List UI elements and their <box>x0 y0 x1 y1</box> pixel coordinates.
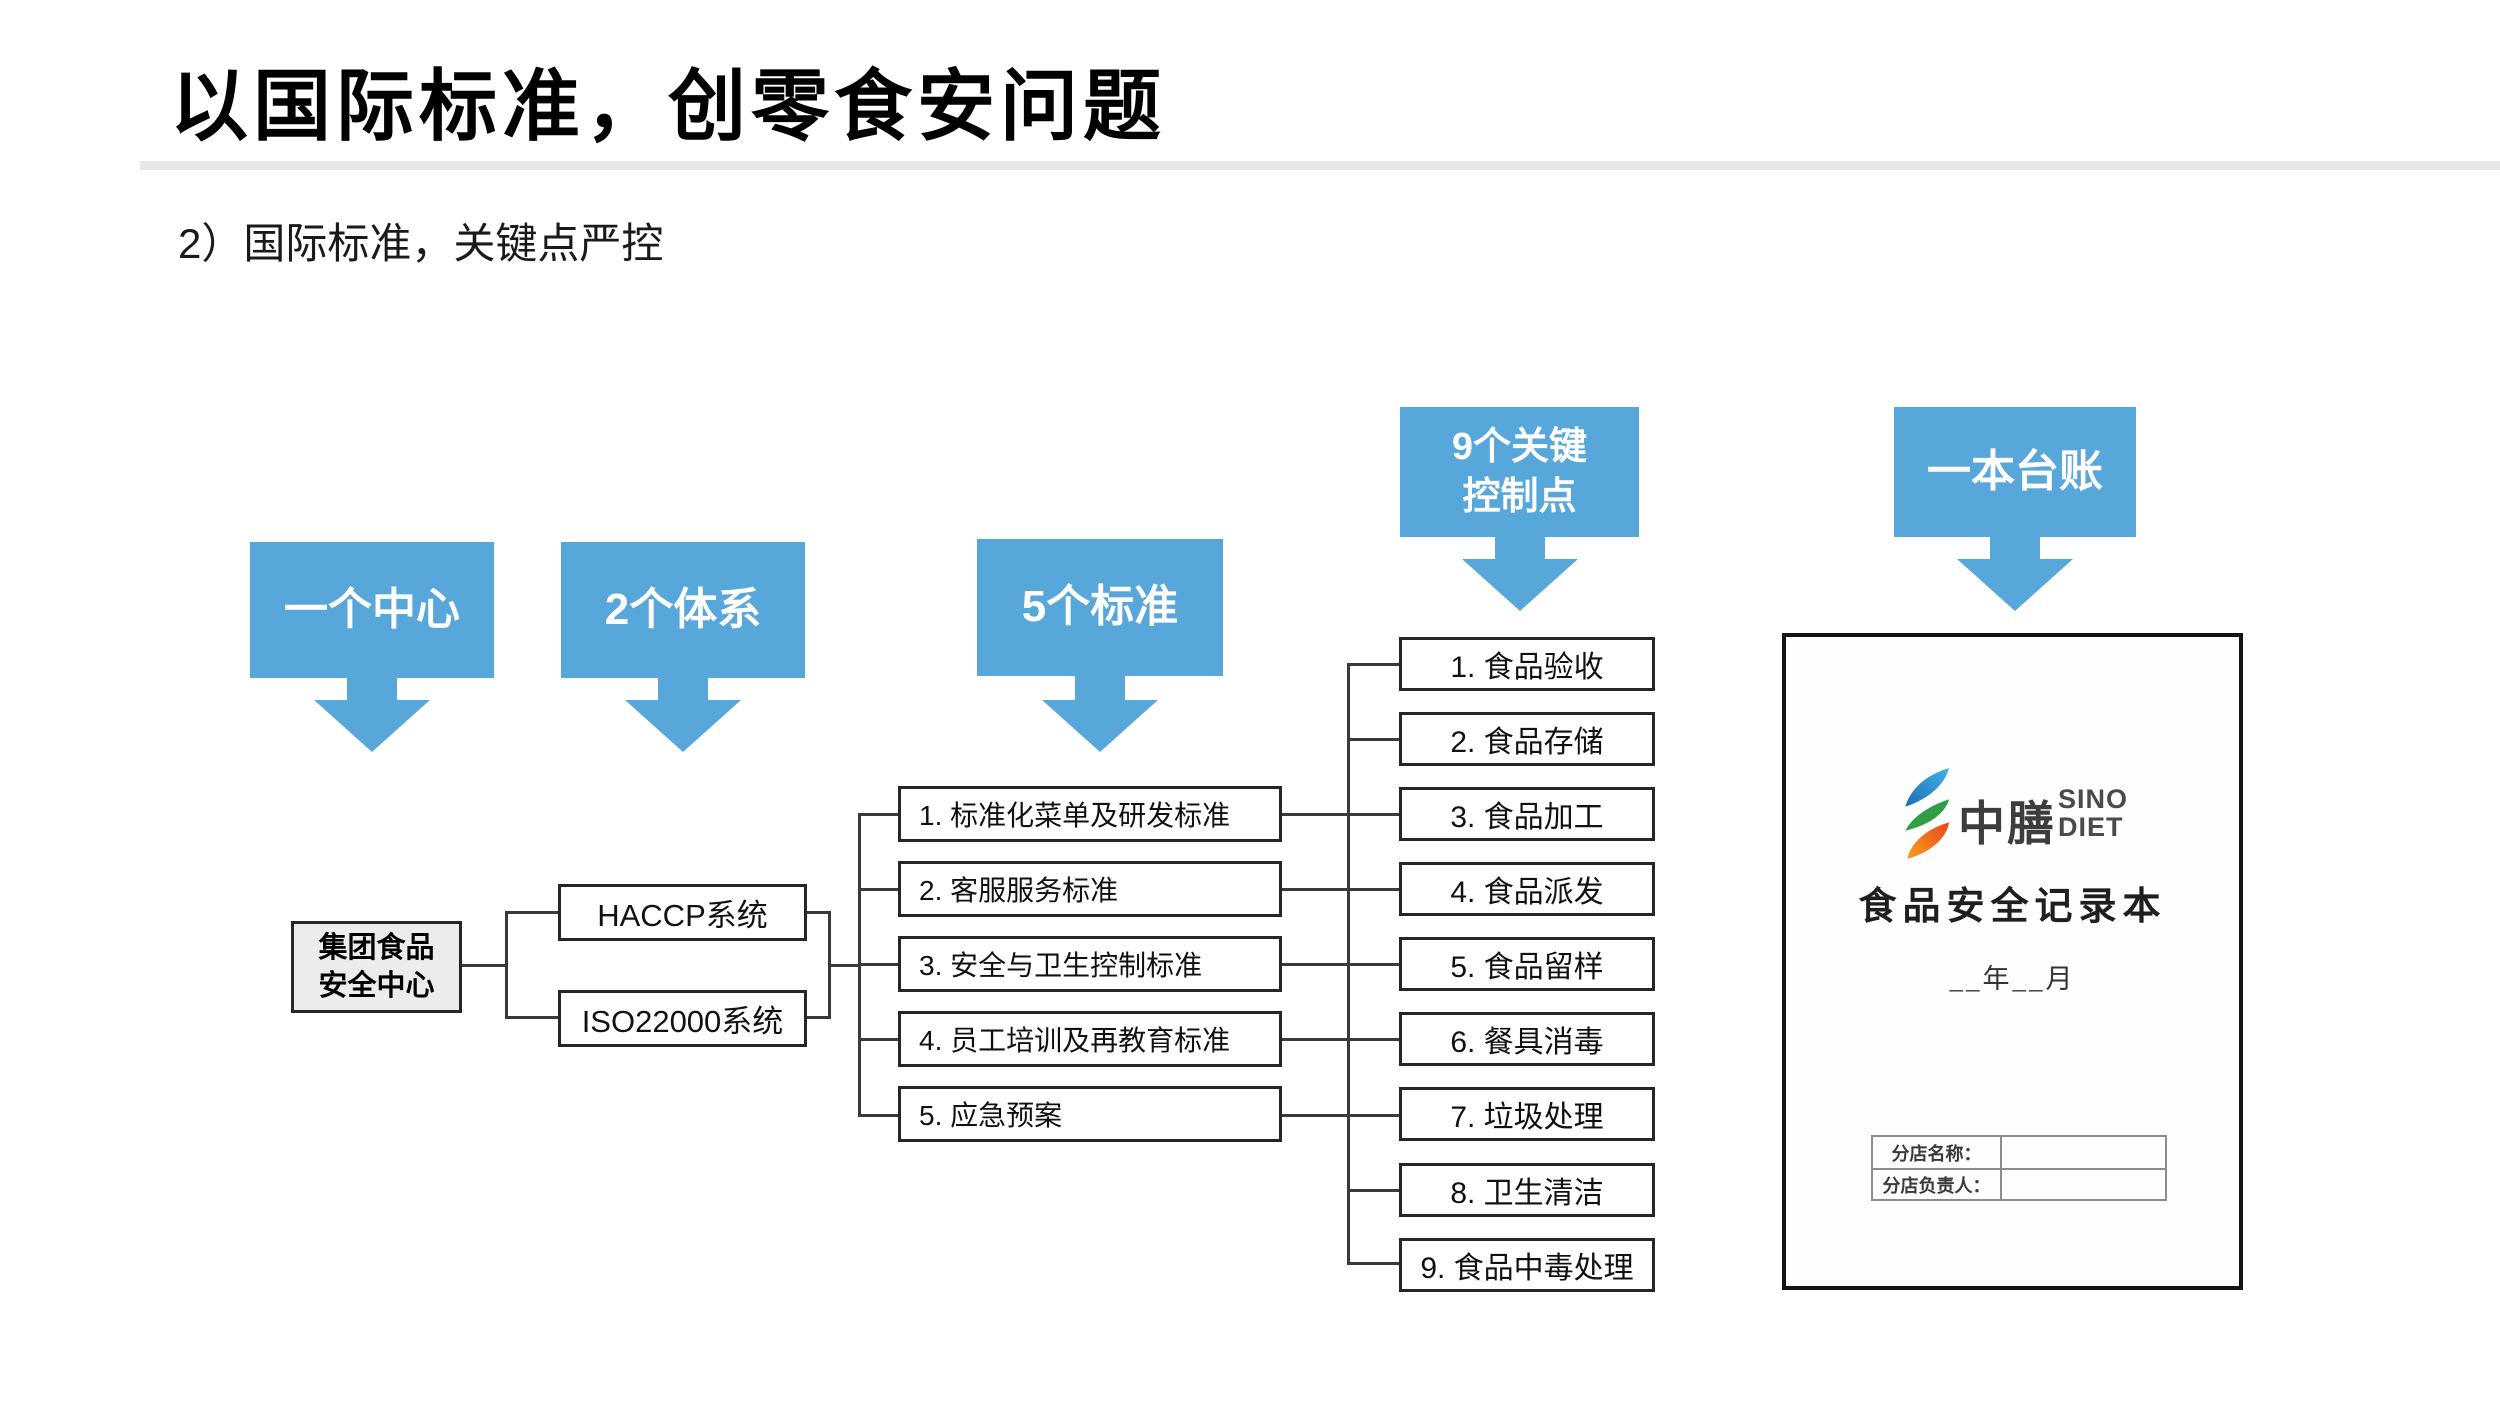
control-point-box: 4. 食品派发 <box>1399 862 1655 916</box>
system-box-iso22000: ISO22000系统 <box>558 990 807 1047</box>
record-book-title: 食品安全记录本 <box>1858 886 2167 928</box>
callout-one-center: 一个中心 <box>250 542 494 678</box>
sino-diet-logo-icon <box>1905 768 1950 859</box>
connector-line <box>858 1114 898 1117</box>
control-point-box: 5. 食品留样 <box>1399 937 1655 991</box>
standard-box: 1. 标准化菜单及研发标准 <box>898 786 1282 842</box>
standard-box: 5. 应急预案 <box>898 1086 1282 1142</box>
connector-line <box>1282 1038 1399 1041</box>
callout-one-ledger: 一本台账 <box>1894 407 2136 537</box>
branch-manager-value-cell <box>2002 1170 2165 1199</box>
group-food-safety-center-box: 集团食品 安全中心 <box>291 921 462 1013</box>
title-divider <box>140 161 2500 170</box>
page-title: 以国际标准，创零食安问题 <box>170 62 1167 150</box>
control-point-box: 2. 食品存储 <box>1399 712 1655 766</box>
standard-box: 3. 安全与卫生控制标准 <box>898 936 1282 992</box>
group-box-line: 集团食品 <box>318 932 435 964</box>
connector-line <box>462 964 505 967</box>
branch-info-table: 分店名称： 分店负责人： <box>1871 1135 2167 1201</box>
page-subtitle: 2）国际标准，关键点严控 <box>178 220 664 267</box>
branch-name-value-cell <box>2002 1137 2165 1168</box>
table-row: 分店负责人： <box>1873 1168 2165 1199</box>
system-box-haccp: HACCP系统 <box>558 884 807 941</box>
connector-line <box>1282 1114 1399 1117</box>
connector-line <box>858 1038 898 1041</box>
connector-line <box>1282 963 1399 966</box>
callout-two-systems: 2个体系 <box>561 542 805 678</box>
connector-line <box>1347 663 1399 666</box>
connector-line <box>858 813 898 816</box>
callout-line: 9个关键 <box>1451 426 1588 468</box>
connector-line <box>828 964 860 967</box>
control-point-box: 7. 垃圾处理 <box>1399 1087 1655 1141</box>
connector-line <box>1347 1262 1399 1265</box>
food-safety-record-book-cover: 中膳 SINO DIET 食品安全记录本 __年__月 分店名称： 分店负责人： <box>1782 633 2243 1290</box>
standard-box: 4. 员工培训及再教育标准 <box>898 1011 1282 1067</box>
arrow-down-icon <box>625 700 741 752</box>
connector-line <box>1282 813 1399 816</box>
callout-nine-control-points: 9个关键 控制点 <box>1400 407 1639 537</box>
connector-line <box>505 911 508 1019</box>
connector-line <box>807 1016 830 1019</box>
brand-en-line: DIET <box>2058 812 2124 842</box>
callout-five-standards: 5个标准 <box>977 539 1223 676</box>
connector-line <box>1347 663 1350 1265</box>
arrow-down-icon <box>314 700 430 752</box>
arrow-down-icon <box>1075 674 1125 700</box>
control-point-box: 1. 食品验收 <box>1399 637 1655 691</box>
control-point-box: 6. 餐具消毒 <box>1399 1012 1655 1066</box>
connector-line <box>858 888 898 891</box>
arrow-down-icon <box>347 676 397 702</box>
connector-line <box>1347 1189 1399 1192</box>
record-book-date-line: __年__月 <box>1949 964 2076 994</box>
arrow-down-icon <box>1495 535 1545 561</box>
connector-line <box>1347 738 1399 741</box>
control-point-box: 8. 卫生清洁 <box>1399 1163 1655 1217</box>
control-point-box: 3. 食品加工 <box>1399 787 1655 841</box>
table-row: 分店名称： <box>1873 1137 2165 1168</box>
arrow-down-icon <box>1042 700 1158 752</box>
brand-name-zh: 中膳 <box>1958 797 2056 850</box>
arrow-down-icon <box>1462 559 1578 611</box>
arrow-down-icon <box>1957 559 2073 611</box>
arrow-down-icon <box>1990 535 2040 561</box>
arrow-down-icon <box>658 676 708 702</box>
brand-en-line: SINO <box>2058 784 2129 814</box>
standard-box: 2. 客服服务标准 <box>898 861 1282 917</box>
branch-manager-label: 分店负责人： <box>1873 1170 2002 1199</box>
brand-name-en: SINO DIET <box>2058 785 2128 841</box>
branch-name-label: 分店名称： <box>1873 1137 2002 1168</box>
control-point-box: 9. 食品中毒处理 <box>1399 1238 1655 1292</box>
connector-line <box>505 911 558 914</box>
connector-line <box>807 911 830 914</box>
connector-line <box>858 963 898 966</box>
connector-line <box>505 1016 558 1019</box>
connector-line <box>1282 888 1399 891</box>
group-box-line: 安全中心 <box>318 970 435 1002</box>
callout-line: 控制点 <box>1462 476 1577 518</box>
